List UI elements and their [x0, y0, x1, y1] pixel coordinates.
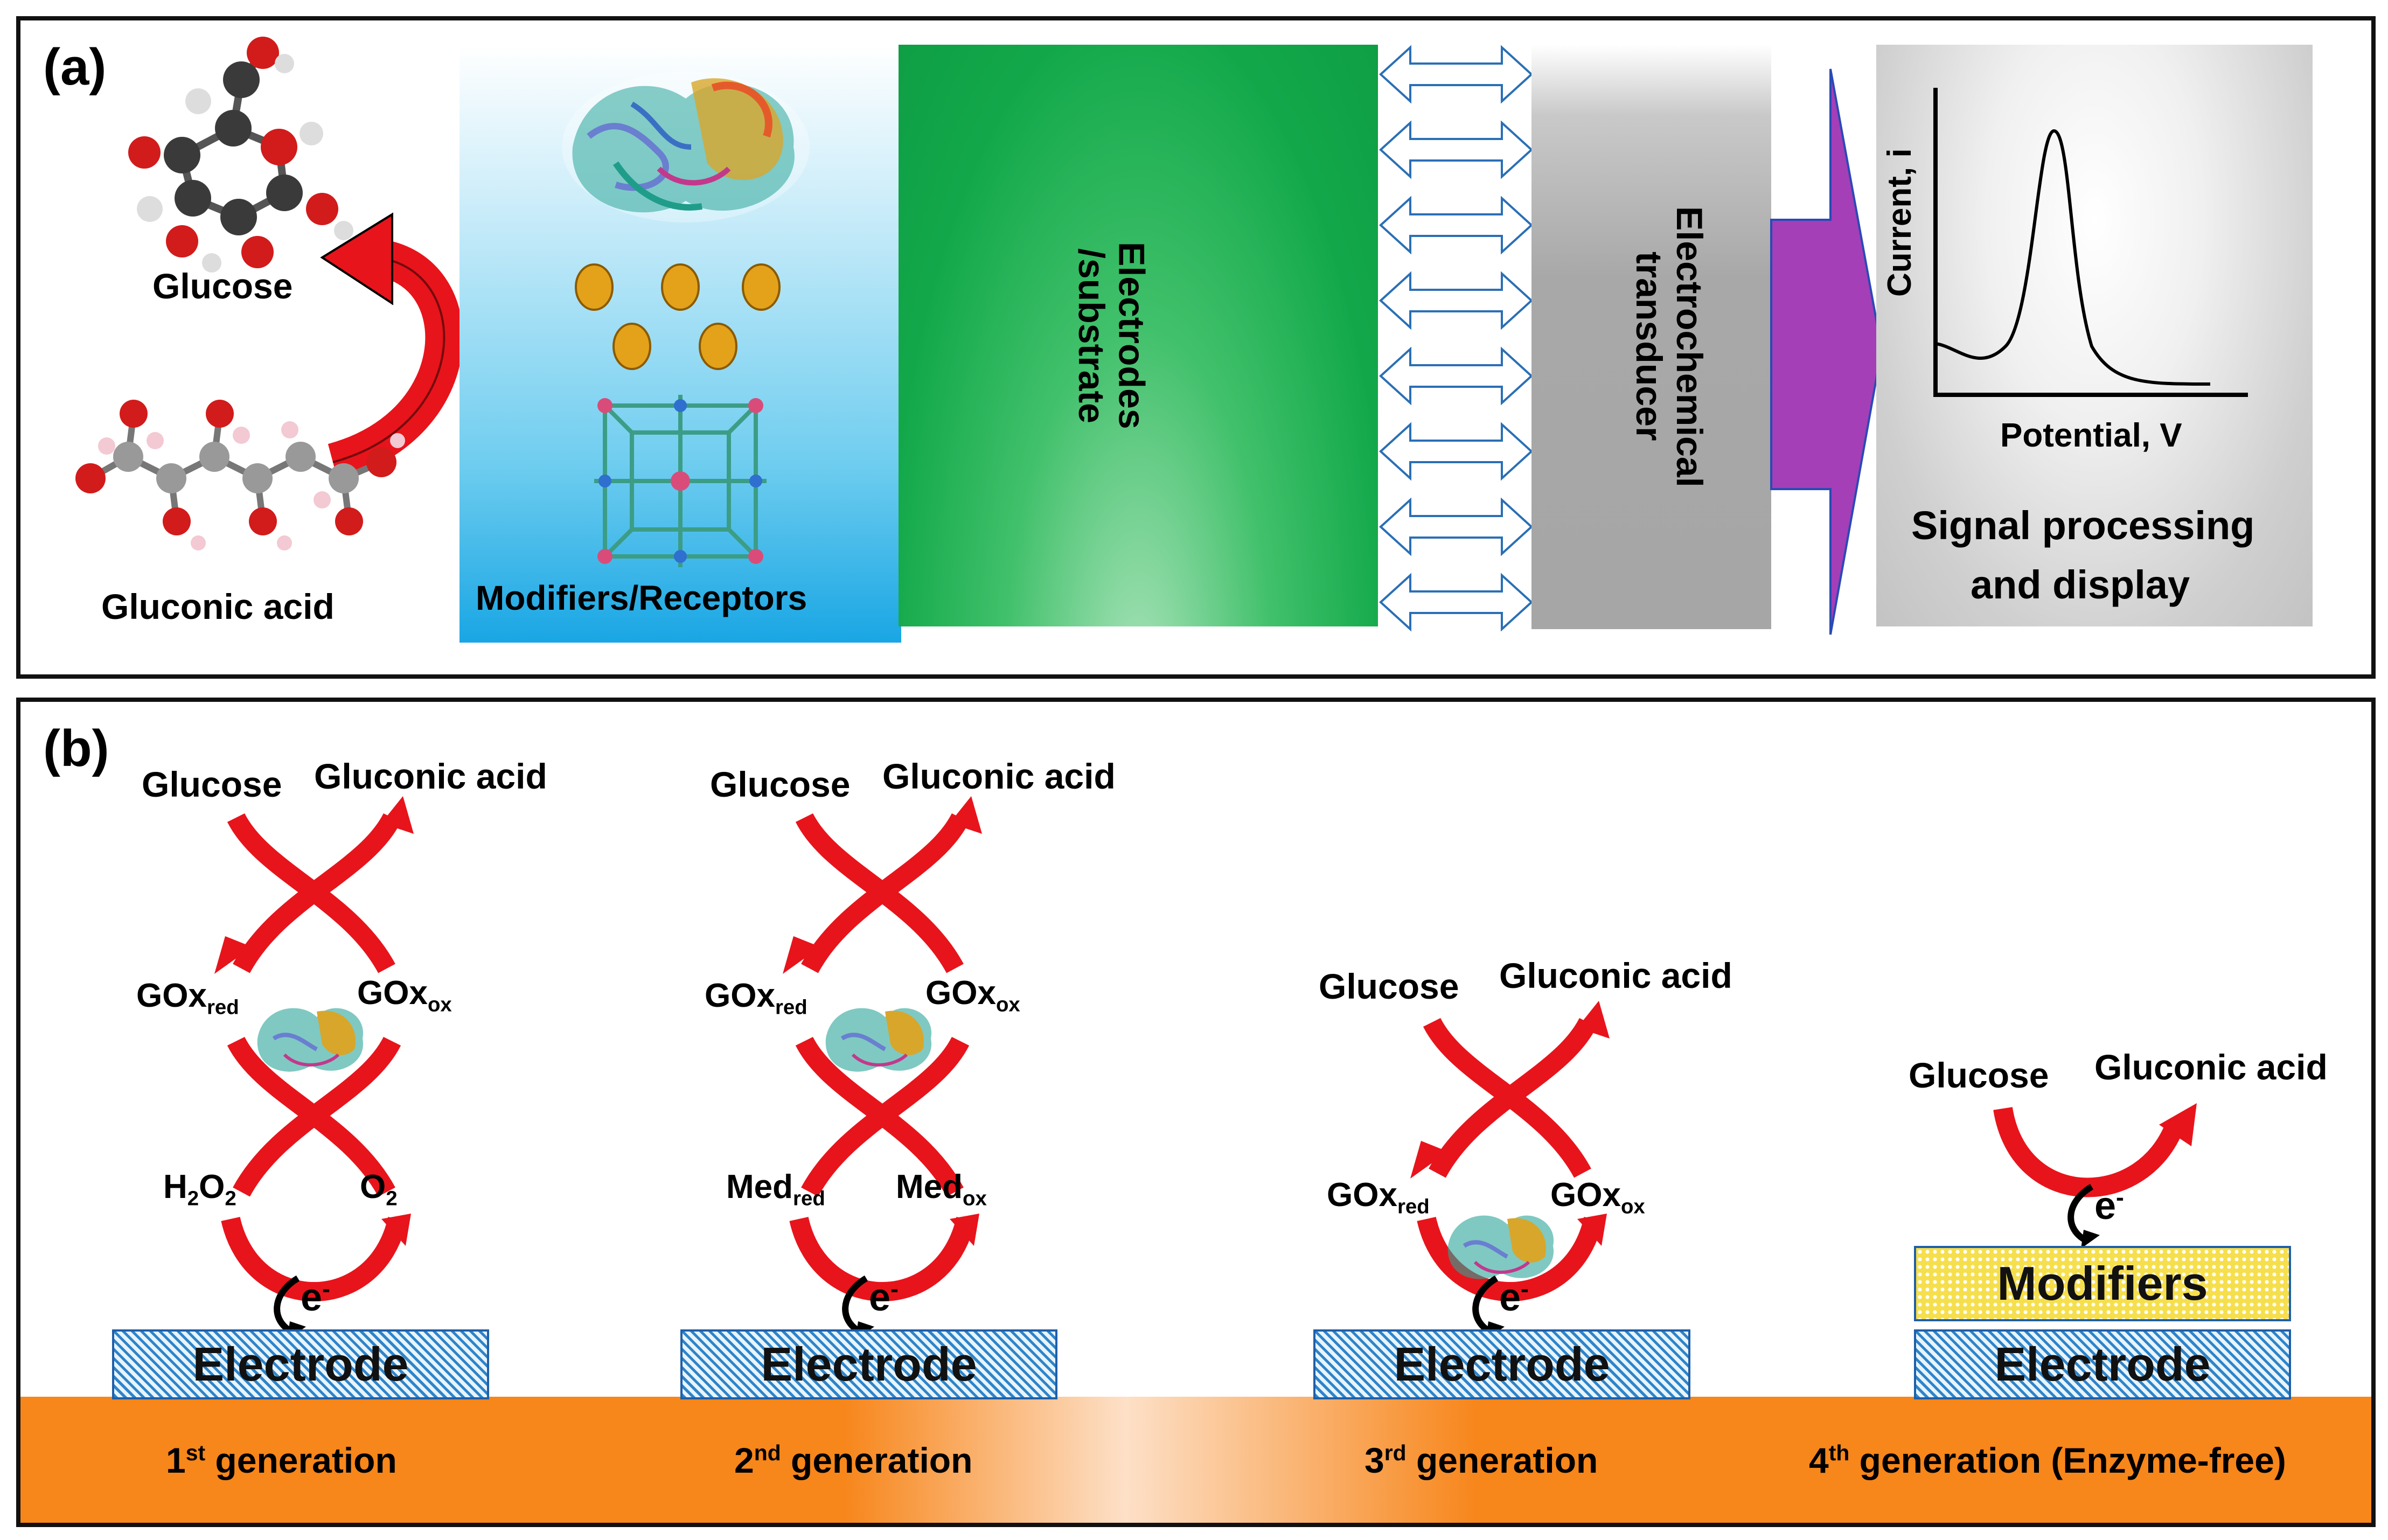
- gen4-gluconic-acid: Gluconic acid: [2094, 1047, 2328, 1087]
- gen4-arrow-icon: [1993, 1103, 2197, 1197]
- gen2-arrowheads-top-icon: [783, 796, 982, 974]
- gen1-generation-label: 1st generation: [166, 1440, 397, 1480]
- gen1-glucose: Glucose: [142, 764, 282, 804]
- gen3-electrode: Electrode: [1313, 1329, 1690, 1399]
- gen4-modifiers-layer: Modifiers: [1914, 1246, 2291, 1321]
- gen4-generation-label: 4th generation (Enzyme-free): [1809, 1440, 2286, 1480]
- gen2-gluconic-acid: Gluconic acid: [882, 756, 1116, 796]
- panel-b: (b) Glucose Gluconic acid GOxred GOxox H…: [16, 698, 2376, 1527]
- gen2-electron: e-: [869, 1276, 899, 1319]
- gen2-electrode: Electrode: [680, 1329, 1057, 1399]
- gen2-top-cross-arrows-icon: [795, 813, 970, 973]
- gen4-glucose: Glucose: [1909, 1055, 2049, 1095]
- red-curved-arrow-icon: [320, 212, 463, 480]
- gen4-electron-transfer-icon: [2067, 1183, 2100, 1249]
- electrodes-substrate-label: Electrodes /substrate: [1070, 242, 1152, 429]
- gen3-glucose: Glucose: [1319, 966, 1459, 1006]
- gen3-electron: e-: [1499, 1276, 1529, 1319]
- gen4-electrode: Electrode: [1914, 1329, 2291, 1399]
- gen1-gox-ox: GOxox: [357, 974, 452, 1016]
- gen1-arrowheads-top-icon: [214, 796, 414, 974]
- gen3-generation-label: 3rd generation: [1364, 1440, 1598, 1480]
- gen2-enzyme-icon: [825, 1008, 932, 1072]
- signal-processing-block: Current, i Potential, V Signal processin…: [1876, 45, 2313, 626]
- gen1-electrode: Electrode: [112, 1329, 489, 1399]
- gen3-top-cross-arrows-icon: [1423, 1018, 1597, 1178]
- plot-xlabel: Potential, V: [2000, 417, 2182, 454]
- gen1-bottom-arrow-icon: [221, 1214, 411, 1301]
- purple-arrow-icon: [1770, 68, 1883, 635]
- electrochemical-transducer-block: Electrochemical transducer: [1531, 45, 1771, 629]
- gen2-glucose: Glucose: [710, 764, 851, 804]
- voltammogram-plot: [1933, 88, 2248, 397]
- glucose-label: Glucose: [152, 266, 293, 306]
- modifiers-receptors-label: Modifiers/Receptors: [476, 579, 807, 617]
- gen1-top-cross-arrows-icon: [227, 813, 401, 973]
- gen2-med-ox: Medox: [896, 1168, 987, 1210]
- electrodes-substrate-block: Electrodes /substrate: [899, 45, 1378, 626]
- plot-ylabel: Current, i: [1881, 148, 1918, 297]
- gen2-generation-label: 2nd generation: [734, 1440, 973, 1480]
- double-arrow-icon: [1379, 45, 1533, 632]
- gen3-bottom-arrow-icon: [1417, 1214, 1607, 1301]
- nanoparticle-icon: [575, 263, 781, 370]
- panel-a: (a) Glucose: [16, 16, 2376, 679]
- gen2-gox-ox: GOxox: [925, 974, 1020, 1016]
- gluconic-acid-label: Gluconic acid: [101, 587, 335, 626]
- gluconic-acid-molecule-icon: [75, 400, 405, 551]
- gen1-o2: O2: [360, 1168, 398, 1210]
- gen3-gox-ox: GOxox: [1550, 1176, 1645, 1218]
- panel-a-label: (a): [43, 38, 107, 96]
- gen1-h2o2: H2O2: [163, 1168, 236, 1210]
- gen1-gox-red: GOxred: [136, 977, 239, 1019]
- gen3-gox-red: GOxred: [1327, 1176, 1430, 1218]
- panel-b-label: (b): [43, 720, 109, 777]
- signal-label-line2: and display: [1971, 562, 2190, 607]
- electrochemical-transducer-label: Electrochemical transducer: [1628, 206, 1710, 487]
- gen3-enzyme-icon: [1447, 1215, 1554, 1279]
- glucose-molecule-icon: [128, 37, 353, 273]
- gen2-med-red: Medred: [726, 1168, 825, 1210]
- enzyme-icon: [562, 72, 810, 222]
- gen3-gluconic-acid: Gluconic acid: [1499, 956, 1732, 995]
- framework-icon: [594, 395, 767, 567]
- generation-band: [20, 1397, 2371, 1523]
- gen2-bottom-arrow-icon: [789, 1214, 979, 1301]
- signal-label-line1: Signal processing: [1911, 503, 2255, 548]
- modifiers-receptors-block: Modifiers/Receptors: [460, 45, 901, 643]
- gen1-electron: e-: [301, 1276, 330, 1319]
- gen2-mid-cross-arrows-icon: [795, 1036, 970, 1197]
- gen3-arrowheads-top-icon: [1410, 1001, 1610, 1179]
- gen1-gluconic-acid: Gluconic acid: [314, 756, 547, 796]
- gen1-mid-cross-arrows-icon: [227, 1036, 401, 1197]
- gen4-electron: e-: [2094, 1184, 2124, 1228]
- gen1-enzyme-icon: [257, 1008, 364, 1072]
- gen2-gox-red: GOxred: [705, 977, 807, 1019]
